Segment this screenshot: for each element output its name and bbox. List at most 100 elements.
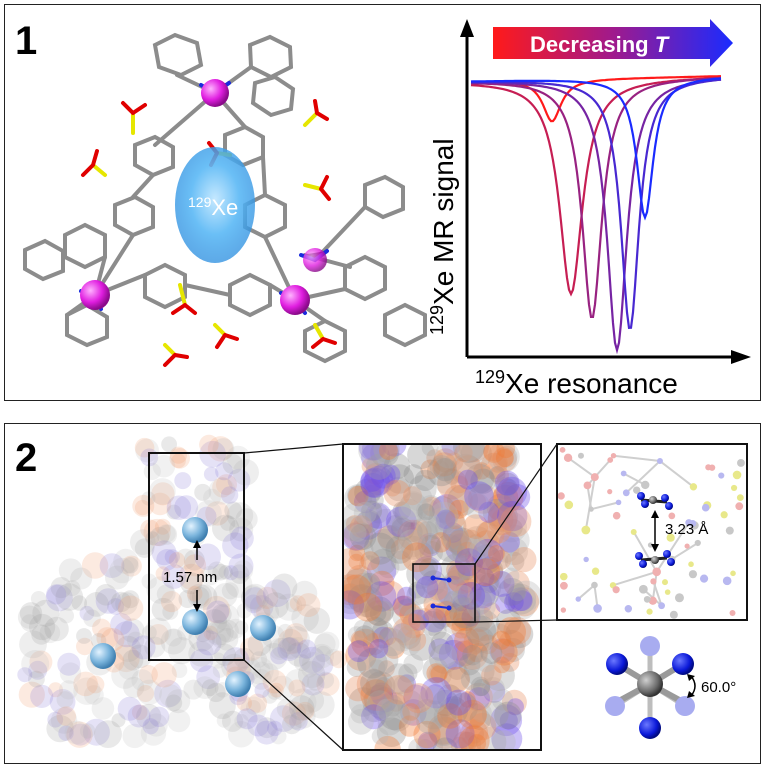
framework-atom-sphere: [453, 583, 478, 609]
framework-atom-sphere: [475, 556, 504, 585]
framework-atom-sphere: [178, 563, 205, 590]
framework-atom-sphere: [115, 592, 138, 615]
framework-atom-sphere: [271, 637, 293, 659]
framework-atom-sphere: [225, 618, 246, 639]
framework-atom-sphere: [236, 708, 258, 730]
framework-atom-sphere: [469, 493, 487, 510]
framework-atom-sphere: [291, 704, 316, 729]
framework-atom-sphere: [470, 468, 496, 494]
network-atom: [699, 574, 709, 583]
framework-atom-sphere: [437, 468, 468, 500]
framework-atom-sphere: [120, 555, 142, 577]
framework-atom-sphere: [73, 677, 101, 705]
framework-atom-sphere: [347, 584, 377, 613]
framework-atom-sphere: [19, 630, 47, 659]
framework-atom-sphere: [183, 554, 207, 577]
framework-atom-sphere: [443, 484, 473, 515]
framework-atom-sphere: [481, 677, 505, 701]
framework-atom-sphere: [471, 544, 502, 574]
framework-atom-sphere: [48, 682, 63, 698]
framework-atom-sphere: [410, 516, 439, 545]
framework-atom-sphere: [398, 492, 429, 523]
framework-atom-sphere: [314, 645, 332, 663]
framework-atom-sphere: [130, 529, 156, 555]
framework-atom-sphere: [241, 585, 265, 610]
framework-atom-sphere: [417, 503, 435, 521]
framework-atom-sphere: [17, 667, 33, 683]
framework-atom-sphere: [350, 704, 370, 724]
network-atom: [564, 500, 574, 510]
framework-atom-sphere: [420, 459, 441, 480]
framework-atom-sphere: [390, 550, 411, 571]
framework-atom-sphere: [343, 548, 366, 580]
framework-atom-sphere: [499, 711, 518, 730]
framework-atom-sphere: [19, 602, 43, 625]
framework-atom-sphere: [457, 469, 478, 490]
framework-atom-sphere: [49, 689, 76, 715]
network-atom: [583, 481, 592, 490]
framework-atom-sphere: [216, 474, 237, 496]
network-atom: [736, 494, 744, 502]
framework-atom-sphere: [447, 527, 478, 558]
framework-atom-sphere: [421, 534, 441, 555]
framework-atom-sphere: [402, 703, 421, 721]
framework-atom-sphere: [363, 532, 396, 565]
framework-atom-sphere: [442, 524, 469, 552]
framework-atom-sphere: [500, 637, 525, 663]
inset-box: [556, 443, 748, 621]
framework-atom-sphere: [291, 580, 318, 607]
framework-atom-sphere: [254, 682, 270, 698]
framework-atom-sphere: [394, 498, 423, 528]
framework-atom-sphere: [498, 629, 526, 658]
framework-atom-sphere: [288, 679, 306, 697]
framework-atom-sphere: [212, 663, 227, 678]
framework-atom-sphere: [402, 521, 423, 543]
framework-atom-sphere: [430, 665, 448, 683]
framework-atom-sphere: [228, 721, 255, 748]
framework-atom-sphere: [81, 552, 109, 579]
framework-atom-sphere: [216, 619, 239, 643]
framework-atom-sphere: [212, 514, 240, 542]
framework-atom-sphere: [296, 593, 321, 618]
network-bond: [612, 570, 657, 587]
framework-packing-left: [17, 434, 348, 749]
framework-atom-sphere: [240, 696, 267, 723]
framework-atom-sphere: [375, 677, 393, 694]
framework-atom-sphere: [482, 498, 511, 527]
framework-atom-sphere: [345, 515, 364, 533]
framework-atom-sphere: [443, 468, 460, 485]
framework-atom-sphere: [343, 521, 374, 551]
framework-atom-sphere: [511, 547, 537, 573]
framework-atom-sphere: [362, 444, 387, 461]
spectrum-curve-6: [470, 77, 722, 221]
framework-atom-sphere: [491, 550, 512, 570]
framework-atom-sphere: [436, 684, 463, 710]
framework-atom-sphere: [501, 478, 518, 496]
framework-atom-sphere: [462, 703, 487, 728]
framework-atom-sphere: [421, 444, 439, 457]
framework-atom-sphere: [360, 679, 393, 711]
framework-atom-sphere: [345, 675, 371, 702]
framework-atom-sphere: [420, 677, 452, 709]
network-atom: [658, 602, 665, 610]
framework-atom-sphere: [166, 689, 191, 714]
framework-atom-sphere: [429, 717, 462, 749]
framework-atom-sphere: [439, 508, 458, 527]
framework-atom-sphere: [455, 548, 483, 577]
network-atom: [590, 473, 599, 482]
framework-atom-sphere: [457, 582, 486, 610]
framework-atom-sphere: [358, 598, 378, 618]
framework-atom-sphere: [453, 444, 485, 463]
framework-atom-sphere: [416, 739, 435, 750]
network-atom: [689, 483, 698, 491]
framework-atom-sphere: [105, 565, 129, 590]
framework-atom-sphere: [277, 637, 302, 661]
framework-atom-sphere: [475, 568, 495, 587]
framework-atom-sphere: [161, 564, 187, 589]
framework-atom-sphere: [454, 444, 473, 463]
framework-atom-sphere: [435, 444, 463, 469]
framework-atom-sphere: [263, 579, 291, 607]
network-bond: [671, 542, 699, 561]
framework-atom-sphere: [349, 515, 373, 538]
framework-atom-sphere: [28, 660, 48, 680]
